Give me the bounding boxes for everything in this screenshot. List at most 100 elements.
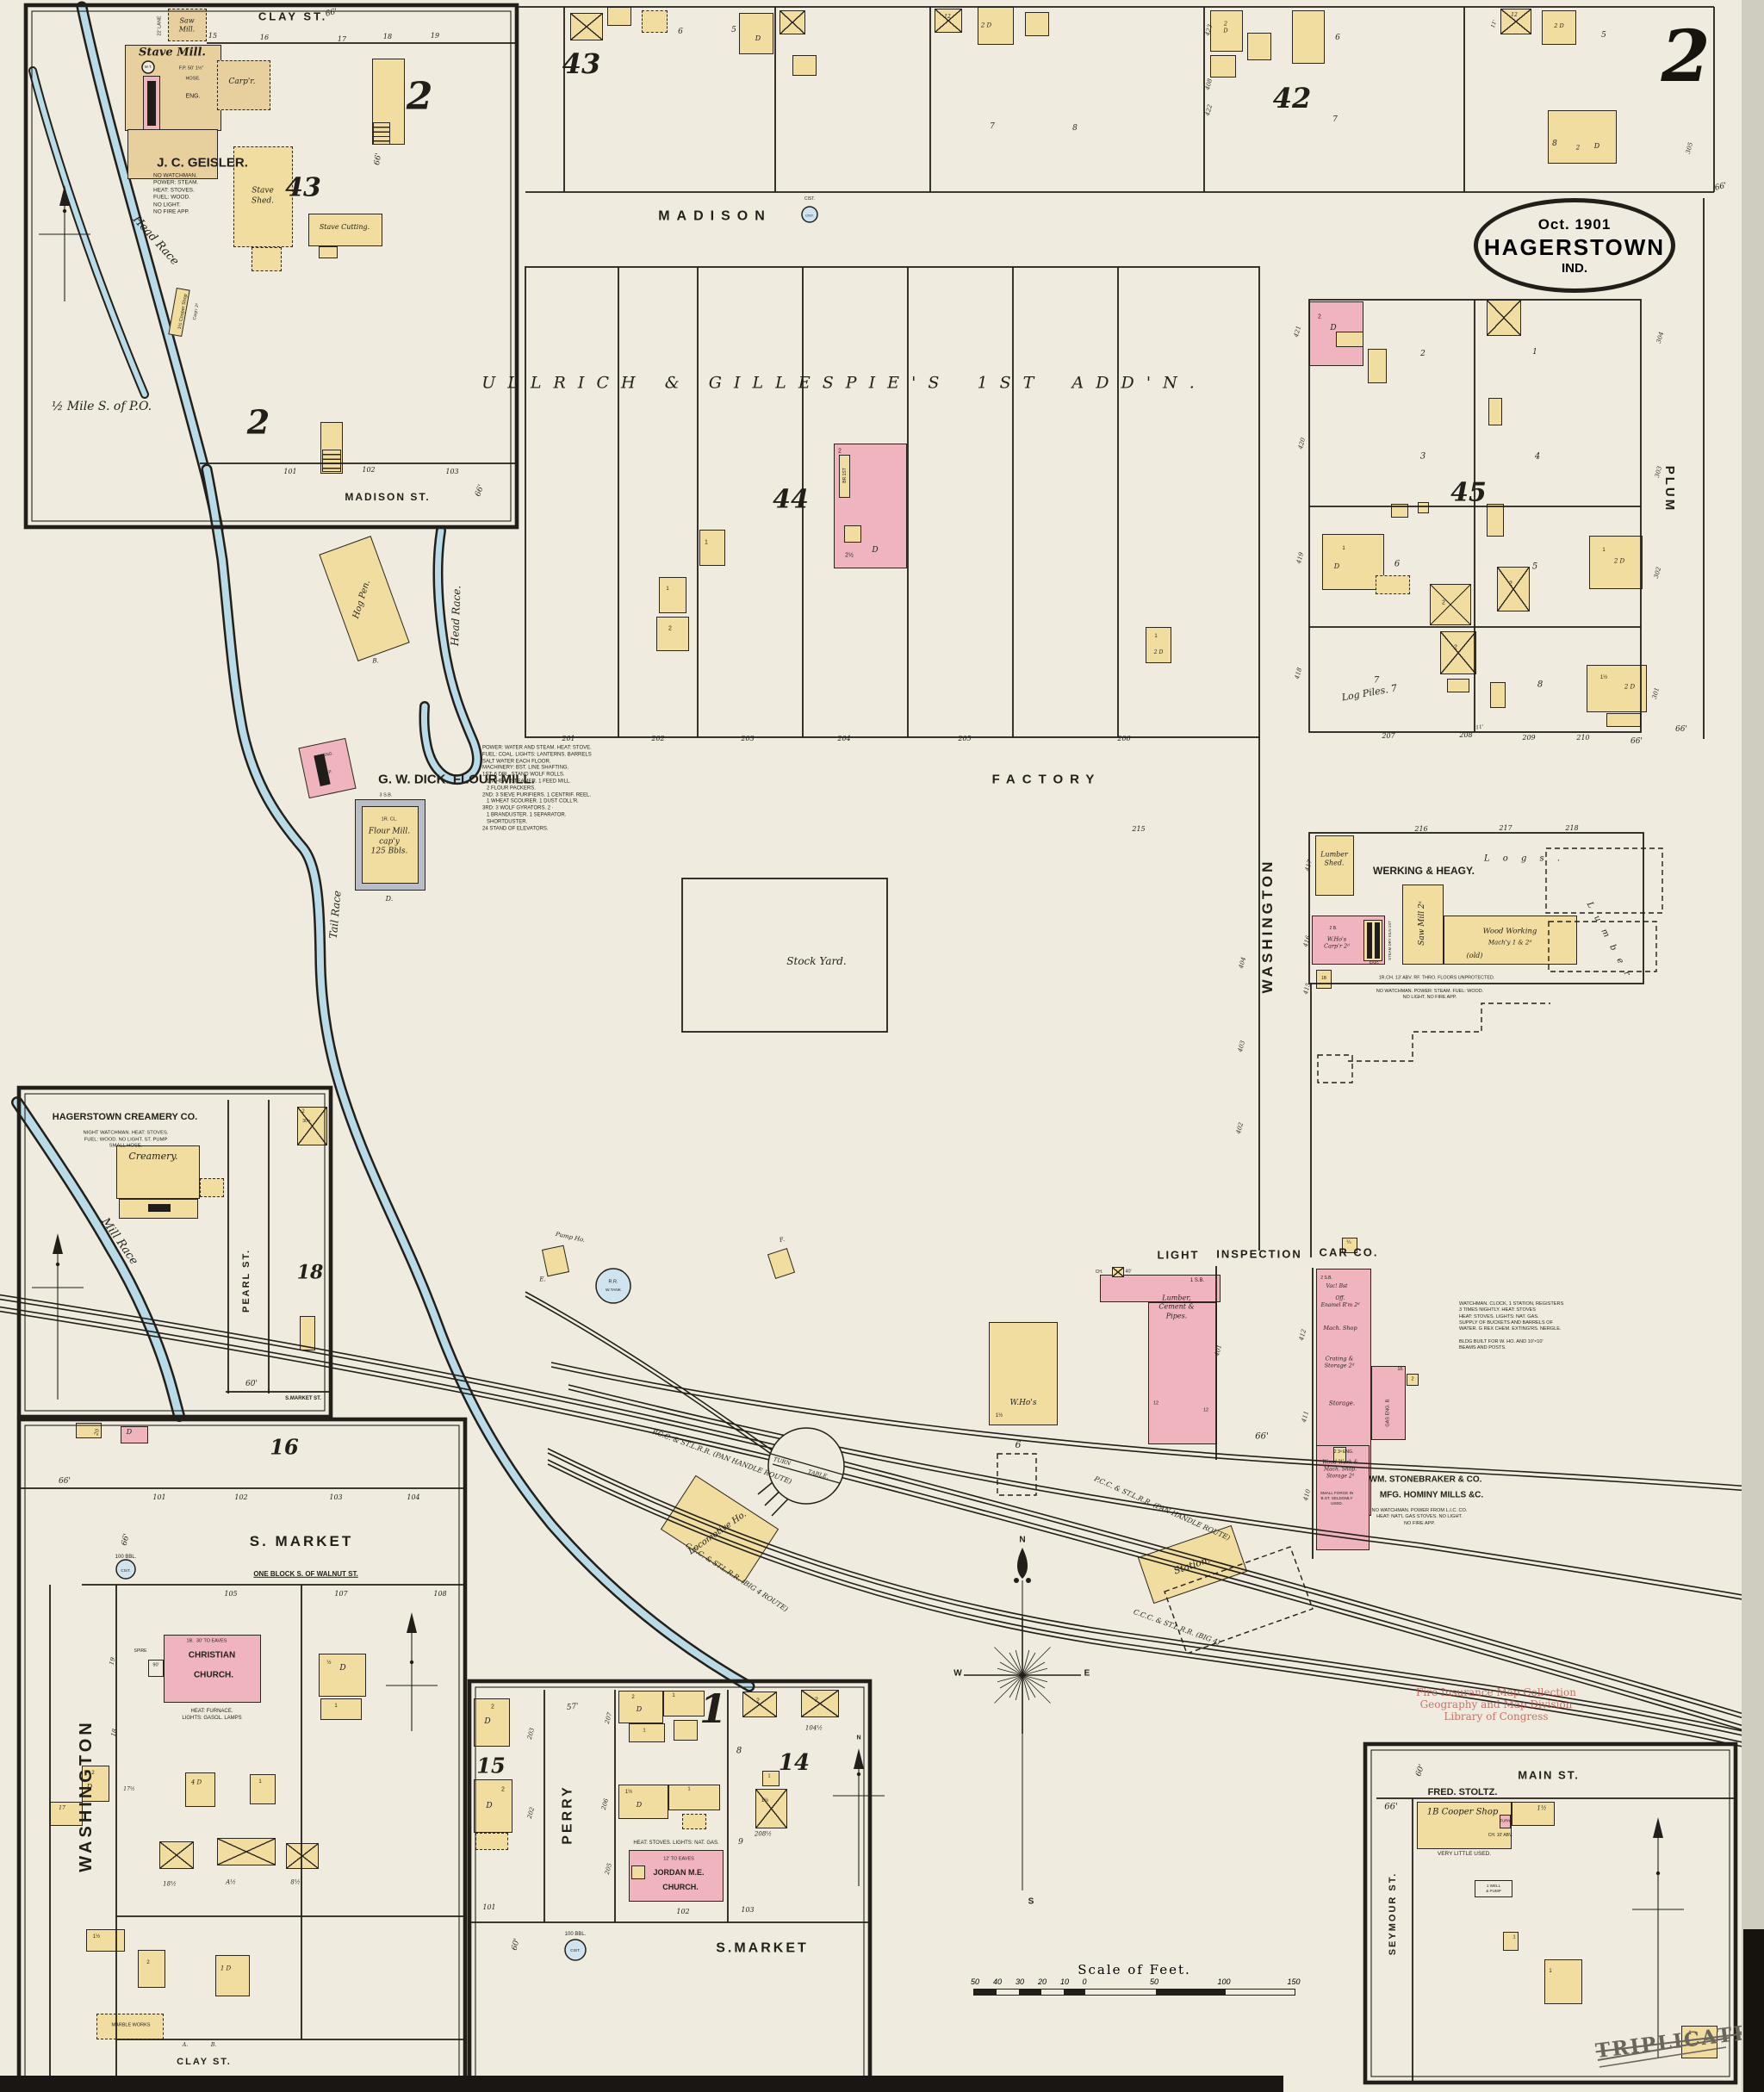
map-label: B. [210,2042,217,2049]
building [215,1955,250,1996]
map-label: 210 [1576,733,1590,742]
map-label: F.P. 50' 1½" [178,65,204,71]
map-label: 1 [1549,1969,1552,1975]
map-label: 1 [1512,1934,1516,1940]
map-label: Head Race [130,213,182,269]
building [164,1635,261,1703]
map-label: 2 D [1223,20,1228,34]
building [474,1779,512,1833]
compass-arrowhead [59,185,70,206]
map-label: 66' [474,483,487,498]
compass-rose-ray [1022,1674,1048,1683]
map-label: 66' [373,152,384,166]
map-label: 2 D [1153,649,1164,656]
scale-tick: 10 [1059,1977,1070,1986]
building [300,1316,315,1350]
map-label: 1½ [995,1413,1003,1419]
map-label: Log Piles. 7 [1340,682,1399,704]
map-label: B. [372,657,379,665]
map-label: 101 [482,1903,496,1911]
map-label: CH. [1095,1269,1103,1275]
building [1606,713,1641,727]
map-label: 1 [672,1693,675,1699]
map-label: 1 [334,1704,338,1710]
building [607,7,631,26]
map-label: FACTORY [991,772,1102,787]
building [86,1929,125,1952]
map-label: 2 3ᵈ ENG. [1333,1449,1354,1455]
map-label: MADISON [658,208,772,224]
map-label: 14 [778,1750,811,1777]
map-label: HEAT: FURNACE. LIGHTS: GASOL. LAMPS [182,1709,242,1721]
map-label: 103 [741,1905,755,1914]
map-label: 60' [510,1937,522,1952]
map-label: 102 [676,1907,690,1915]
building [1548,110,1617,164]
map-label: 207 [1382,731,1395,740]
map-label: PERRY [560,1785,575,1845]
map-label: 1R. CL. [381,816,398,823]
map-label: 60' [1414,1763,1427,1778]
map-label: 8 [1537,680,1544,690]
map-label: 208½ [754,1830,773,1838]
building [1418,502,1429,513]
map-label: Wood Work & Mach. Shop. Storage 2ᵈ [1322,1459,1358,1479]
compass-rose-ray [1015,1674,1023,1701]
map-label: 12 [1511,12,1518,19]
map-label: D [872,546,879,556]
map-label: 3 [1419,451,1426,462]
building [147,81,156,126]
building [699,530,725,566]
map-label: Creamery. [128,1150,178,1162]
map-label: 2 [756,1698,760,1704]
building [298,737,357,799]
scale-title: Scale of Feet. [1078,1962,1191,1977]
compass-rose-ray [1022,1674,1036,1698]
map-label: 401 [1213,1344,1224,1357]
map-label: ¼ [1346,1240,1351,1246]
map-label: 8 [1072,124,1078,133]
map-label: WASHINGTON [1258,858,1276,994]
map-label: 1½ [92,1934,101,1940]
map-label: 412 [1297,1328,1308,1342]
map-label: 207 [603,1711,614,1725]
map-label: 205 [958,734,972,742]
map-label: GAS ENG. B. [1385,1398,1391,1427]
map-label: N [856,1735,861,1741]
building [1210,55,1236,78]
map-label: W.T. [144,65,152,70]
map-label: 104 [407,1493,420,1501]
map-label: WATCHMAN. CLOCK, 1 STATION, REGISTERS 3 … [1459,1301,1564,1350]
compass-rose-ray [1015,1649,1023,1676]
building [792,55,817,76]
map-label: NO WATCHMAN. POWER: STEAM. HEAT: STOVES.… [153,172,199,215]
map-label: HAGERSTOWN CREAMERY CO. [52,1111,198,1122]
race-outline [419,525,482,785]
building [1503,1932,1519,1951]
map-label: ENG. [1369,960,1381,966]
map-label: 204 [837,734,851,742]
building [319,1654,366,1697]
fleur-de-lis-icon [1017,1548,1028,1579]
map-label: SMALL FORGE IN B.ST. SELDOMLY USED. [1320,1491,1354,1505]
map-label: 45 [1450,477,1487,508]
map-label: 2 [668,625,672,632]
map-label: 7 [1373,675,1380,686]
map-label: D [755,34,761,42]
map-label: 6 [1335,34,1340,43]
map-label: L o g s . [1483,854,1566,864]
fleur-curl [1026,1578,1031,1583]
map-label: Pump Ho. [555,1230,587,1245]
compass-rose-ray [1022,1674,1046,1689]
map-label: A. [182,2042,189,2049]
map-label: S.MARKET ST. [285,1396,321,1402]
map-label: 5 [731,26,736,35]
map-label: 302 [1652,566,1663,580]
compass-arrowhead [407,1612,417,1633]
map-label: 30'× [302,1118,311,1124]
map-label: 18½ [163,1880,177,1888]
map-label: MAIN ST. [1518,1768,1580,1782]
map-label: 6 [1015,1438,1022,1450]
map-label: NO WATCHMAN. POWER FROM L.I.C. CO. HEAT:… [1371,1508,1468,1526]
map-label: D. [385,894,394,903]
